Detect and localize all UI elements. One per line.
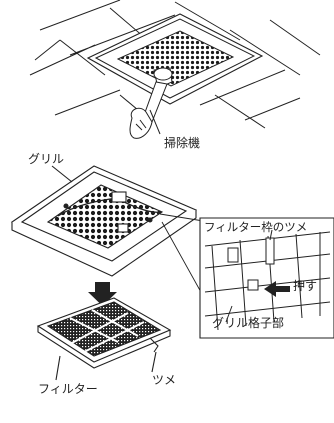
label-push: 押す bbox=[293, 279, 318, 293]
label-filter: フィルター bbox=[38, 382, 98, 396]
filter bbox=[36, 297, 172, 381]
down-arrow-icon bbox=[88, 282, 117, 306]
label-tab: ツメ bbox=[152, 373, 177, 387]
push-arrow-icon bbox=[264, 281, 290, 297]
ceiling-scene bbox=[29, 0, 321, 139]
label-vacuum: 掃除機 bbox=[164, 136, 201, 150]
label-grille-lattice: グリル格子部 bbox=[212, 316, 285, 330]
detail-box bbox=[199, 217, 334, 339]
label-grille: グリル bbox=[28, 152, 65, 166]
label-filter-frame-tab: フィルター枠のツメ bbox=[204, 220, 308, 234]
